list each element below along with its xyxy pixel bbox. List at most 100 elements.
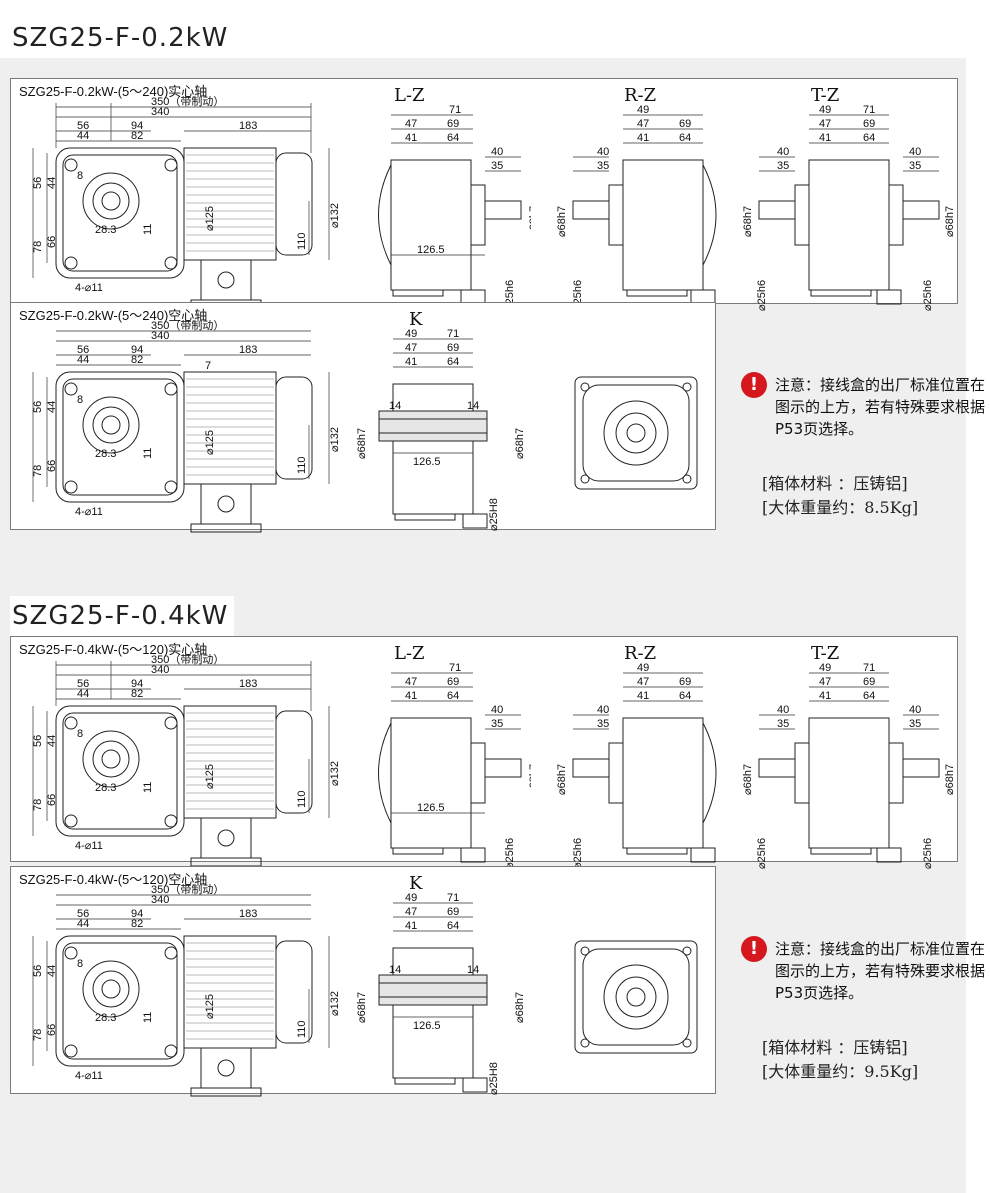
dim-69: 69 <box>447 342 459 354</box>
dim-69: 69 <box>679 118 691 130</box>
dim-125: ⌀125 <box>204 430 216 455</box>
dim-64: 64 <box>447 356 459 368</box>
dim-35: 35 <box>491 718 503 730</box>
view-label-rz: R-Z <box>624 643 657 664</box>
dim-94: 94 <box>131 120 143 132</box>
notice-text: ! 注意：接线盒的出厂标准位置在图示的上方，若有特殊要求根据P53页选择。 <box>741 372 990 440</box>
dim-40: 40 <box>777 146 789 158</box>
dim-125: ⌀125 <box>204 994 216 1019</box>
dim-132: ⌀132 <box>329 203 341 228</box>
view-tz-drawing: 49 71 47 69 41 64 40 35 40 35 ⌀68h7 ⌀68h… <box>742 105 956 311</box>
dim-49: 49 <box>405 329 417 340</box>
dim-40: 40 <box>491 146 503 158</box>
view-label-lz: L-Z <box>394 85 425 106</box>
dim-68h7: ⌀68h7 <box>528 206 531 237</box>
solid-shaft-title: SZG25-F-0.2kW-(5～240)实心轴 <box>19 84 208 99</box>
dim-47: 47 <box>819 118 831 130</box>
dim-126-5: 126.5 <box>413 456 441 468</box>
dim-68h7: ⌀68h7 <box>742 764 754 795</box>
flange-front-view <box>574 940 698 1054</box>
dim-71: 71 <box>863 105 875 116</box>
dim-110: 110 <box>296 456 308 474</box>
dim-183: 183 <box>239 120 257 132</box>
hollow-shaft-panel: SZG25-F-0.4kW-(5～120)空心轴 <box>10 866 716 1097</box>
dim-68h7: ⌀68h7 <box>514 992 526 1023</box>
dim-132: ⌀132 <box>329 427 341 452</box>
dim-68h7: ⌀68h7 <box>356 428 368 459</box>
dim-69: 69 <box>863 676 875 688</box>
dim-40: 40 <box>777 704 789 716</box>
dim-110: 110 <box>296 232 308 250</box>
view-label-lz: L-Z <box>394 643 425 664</box>
dim-v78: 78 <box>32 465 44 477</box>
dim-49: 49 <box>819 105 831 116</box>
dim-44: 44 <box>77 918 89 930</box>
notice-body: 注意：接线盒的出厂标准位置在图示的上方，若有特殊要求根据P53页选择。 <box>775 376 986 438</box>
dim-350: 350（带制动） <box>151 883 224 896</box>
dim-35: 35 <box>909 160 921 172</box>
dim-49: 49 <box>819 663 831 674</box>
dim-14: 14 <box>467 964 479 976</box>
dim-v66: 66 <box>46 236 58 248</box>
dim-350: 350（带制动） <box>151 319 224 332</box>
dim-126-5: 126.5 <box>417 244 445 256</box>
dim-71: 71 <box>863 663 875 674</box>
view-lz-drawing: 71 47 69 41 64 40 35 126.5 ⌀68h7 ⌀25h6 <box>378 663 531 869</box>
dim-47: 47 <box>637 676 649 688</box>
dim-94: 94 <box>131 678 143 690</box>
dim-8: 8 <box>77 394 83 406</box>
dim-11: 11 <box>142 448 154 459</box>
view-lz-drawing: 71 47 69 41 64 40 35 126.5 ⌀68h7 ⌀25h6 <box>378 105 531 311</box>
spec-weight: [大体重量约：9.5Kg] <box>762 1062 919 1081</box>
dim-110: 110 <box>296 1020 308 1038</box>
dim-132: ⌀132 <box>329 761 341 786</box>
dim-v66: 66 <box>46 794 58 806</box>
view-label-tz: T-Z <box>811 85 840 106</box>
dim-68h7: ⌀68h7 <box>356 992 368 1023</box>
motor-side-view-hollow: 350（带制动） 340 56 94 44 82 183 7 8 28.3 4-… <box>32 319 341 533</box>
view-label-rz: R-Z <box>624 85 657 106</box>
dim-56: 56 <box>77 120 89 132</box>
dim-68h7: ⌀68h7 <box>514 428 526 459</box>
dim-v44: 44 <box>46 965 58 977</box>
solid-shaft-panel: SZG25-F-0.2kW-(5～240)实心轴 <box>10 78 958 311</box>
dim-7: 7 <box>205 360 211 372</box>
dim-126-5: 126.5 <box>413 1020 441 1032</box>
dim-holes: 4-⌀11 <box>75 1070 103 1082</box>
dim-82: 82 <box>131 354 143 366</box>
dim-56: 56 <box>77 344 89 356</box>
dim-64: 64 <box>679 132 691 144</box>
dim-49: 49 <box>405 893 417 904</box>
dim-69: 69 <box>679 676 691 688</box>
motor-side-view: 350（带制动） 340 56 94 44 82 183 8 28.3 4-⌀1… <box>32 653 341 867</box>
dim-132: ⌀132 <box>329 991 341 1016</box>
dim-44: 44 <box>77 688 89 700</box>
dim-11: 11 <box>142 224 154 235</box>
dim-94: 94 <box>131 344 143 356</box>
dim-47: 47 <box>405 342 417 354</box>
dim-340: 340 <box>151 664 169 676</box>
view-k-drawing: 49 71 47 69 41 64 14 14 126.5 ⌀68h7 ⌀68h… <box>356 893 526 1095</box>
dim-11: 11 <box>142 1012 154 1023</box>
dim-350: 350（带制动） <box>151 653 224 666</box>
dim-35: 35 <box>909 718 921 730</box>
solid-shaft-title: SZG25-F-0.4kW-(5～120)实心轴 <box>19 642 208 657</box>
dim-49: 49 <box>637 105 649 116</box>
dim-holes: 4-⌀11 <box>75 506 103 518</box>
notice-text: ! 注意：接线盒的出厂标准位置在图示的上方，若有特殊要求根据P53页选择。 <box>741 936 990 1004</box>
dim-47: 47 <box>819 676 831 688</box>
dim-14: 14 <box>389 400 401 412</box>
dim-41: 41 <box>819 132 831 144</box>
dim-64: 64 <box>447 920 459 932</box>
dim-41: 41 <box>405 920 417 932</box>
dim-183: 183 <box>239 908 257 920</box>
spec-material: [箱体材料 ：压铸铝] <box>762 1038 908 1057</box>
solid-shaft-panel: SZG25-F-0.4kW-(5～120)实心轴 <box>10 636 958 869</box>
dim-25h6: ⌀25h6 <box>922 280 934 311</box>
view-label-k: K <box>409 873 423 894</box>
dim-v56: 56 <box>32 965 44 977</box>
dim-v44: 44 <box>46 177 58 189</box>
dim-40: 40 <box>909 146 921 158</box>
dim-49: 49 <box>637 663 649 674</box>
dim-25h6: ⌀25h6 <box>922 838 934 869</box>
